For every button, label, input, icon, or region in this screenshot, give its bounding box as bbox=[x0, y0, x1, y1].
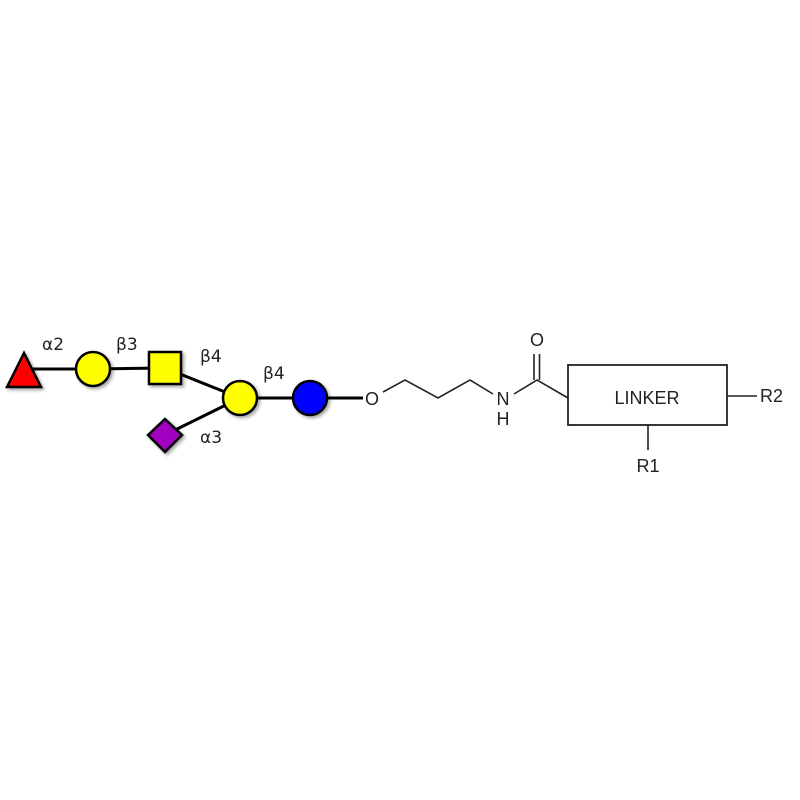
amide-nitrogen: N bbox=[497, 389, 510, 409]
galnac-square-icon bbox=[147, 350, 183, 386]
galactose-circle-icon bbox=[74, 350, 112, 388]
carbonyl-oxygen: O bbox=[530, 330, 544, 350]
linkage-label: α3 bbox=[200, 428, 222, 448]
spacer-chain bbox=[382, 354, 569, 399]
r2-label: R2 bbox=[760, 386, 783, 406]
amide-hydrogen: H bbox=[497, 409, 510, 429]
glucose-circle-icon bbox=[291, 379, 329, 417]
linker-label: LINKER bbox=[614, 388, 679, 408]
linkage-label: β3 bbox=[116, 335, 138, 355]
linkage-label: β4 bbox=[263, 364, 285, 384]
ether-oxygen: O bbox=[365, 389, 379, 409]
r1-label: R1 bbox=[636, 456, 659, 476]
galactose-circle-icon bbox=[221, 379, 259, 417]
neu5ac-diamond-icon bbox=[146, 417, 184, 454]
linkage-label: β4 bbox=[200, 347, 222, 367]
fucose-triangle-icon bbox=[4, 350, 44, 389]
linkage-label: α2 bbox=[42, 335, 64, 355]
